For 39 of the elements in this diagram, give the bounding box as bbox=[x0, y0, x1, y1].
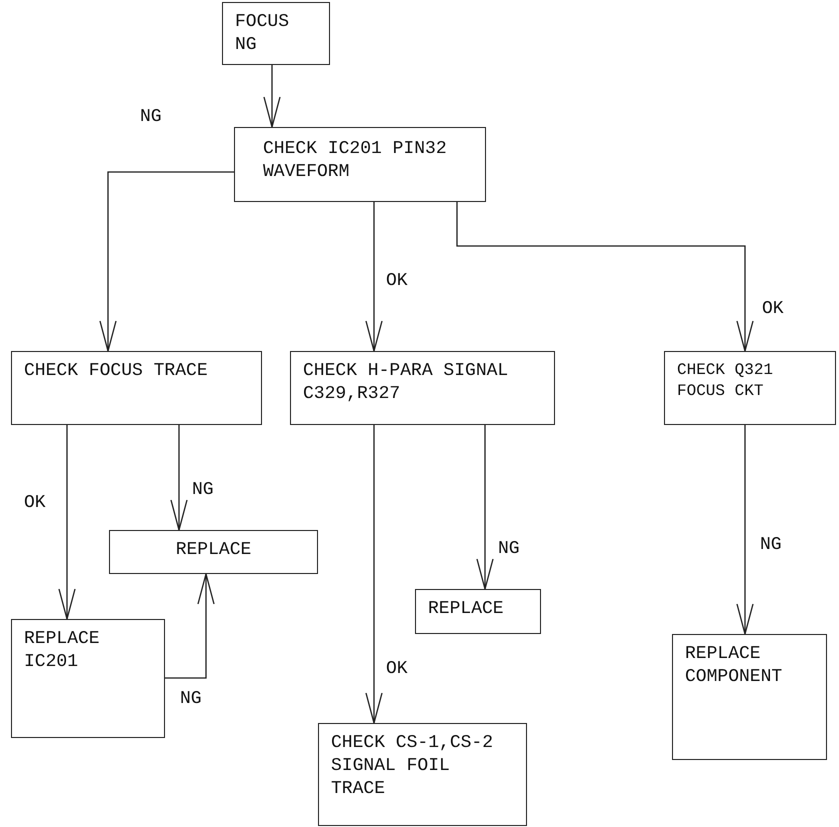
arrow bbox=[58, 425, 76, 620]
process-box bbox=[222, 2, 330, 65]
edge-label: NG bbox=[180, 688, 202, 710]
edge-label: OK bbox=[386, 658, 408, 680]
arrow bbox=[476, 425, 494, 590]
edge-label: OK bbox=[24, 492, 46, 514]
box-label: REPLACE bbox=[174, 539, 252, 562]
edge-label: NG bbox=[140, 106, 162, 128]
box-label: CHECK H-PARA SIGNAL C329,R327 bbox=[303, 360, 510, 406]
box-label: FOCUS NG bbox=[235, 11, 290, 57]
arrow bbox=[365, 425, 383, 724]
box-label: CHECK Q321 FOCUS CKT bbox=[677, 360, 774, 402]
arrow bbox=[263, 65, 281, 128]
process-box bbox=[11, 619, 165, 738]
box-label: CHECK CS-1,CS-2 SIGNAL FOIL TRACE bbox=[331, 732, 494, 801]
box-label: REPLACE COMPONENT bbox=[685, 643, 784, 689]
process-box bbox=[318, 723, 527, 826]
process-box bbox=[290, 351, 555, 425]
process-box bbox=[415, 589, 541, 634]
arrow bbox=[456, 202, 754, 352]
process-box bbox=[664, 351, 836, 425]
arrow bbox=[170, 425, 188, 531]
box-label: REPLACE IC201 bbox=[24, 628, 101, 674]
edge-label: NG bbox=[760, 534, 782, 556]
process-box bbox=[672, 634, 827, 760]
arrow bbox=[736, 425, 754, 635]
process-box bbox=[109, 530, 318, 574]
process-box bbox=[234, 127, 486, 202]
arrow bbox=[99, 171, 234, 352]
box-label: REPLACE bbox=[428, 598, 505, 621]
edge-label: OK bbox=[762, 298, 784, 320]
edge-label: NG bbox=[498, 538, 520, 560]
box-label: CHECK FOCUS TRACE bbox=[24, 360, 209, 383]
edge-label: OK bbox=[386, 270, 408, 292]
process-box bbox=[11, 351, 262, 425]
box-label: CHECK IC201 PIN32 WAVEFORM bbox=[263, 138, 448, 184]
edge-label: NG bbox=[192, 479, 214, 501]
arrow bbox=[365, 202, 383, 352]
arrow bbox=[165, 573, 215, 679]
